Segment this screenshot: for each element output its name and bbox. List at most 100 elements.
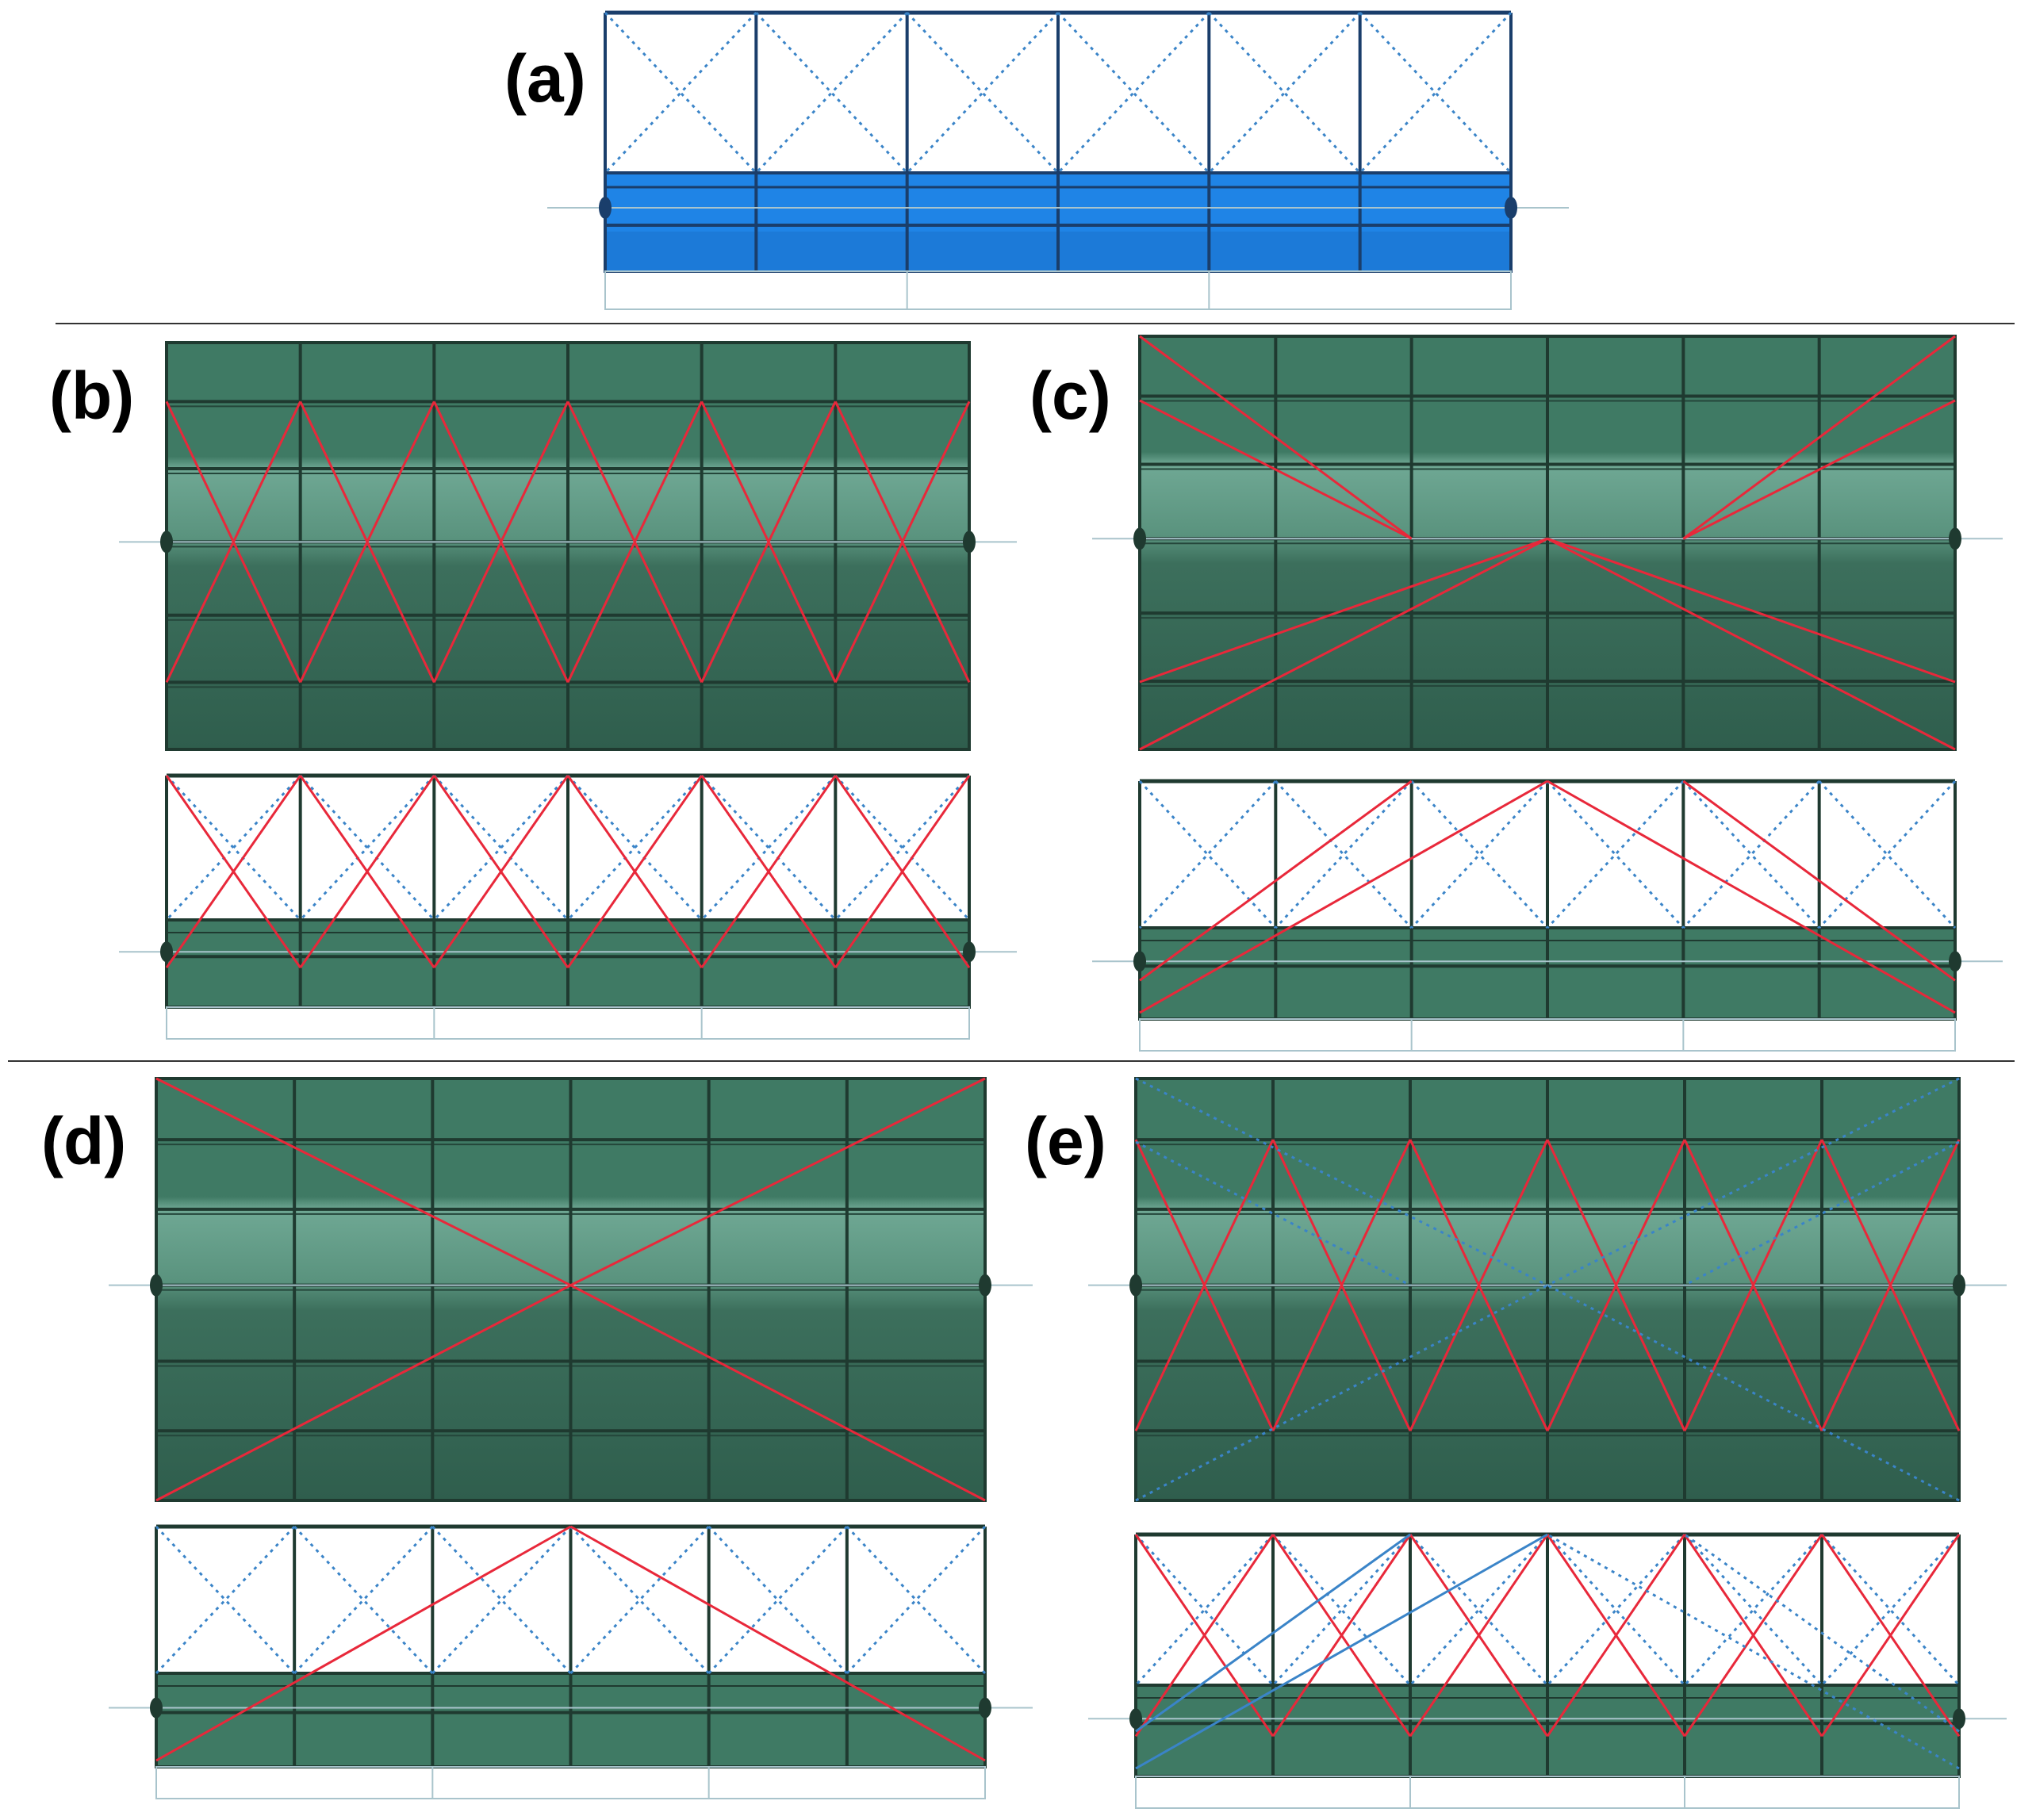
- dotted-brace: [1134, 1533, 1275, 1687]
- dotted-long-brace: [1547, 1077, 1960, 1287]
- dotted-brace: [155, 1525, 296, 1675]
- dotted-brace: [1682, 780, 1820, 929]
- panel-b-elevation-view: [119, 773, 1017, 1040]
- dotted-brace: [845, 1525, 987, 1675]
- red-brace: [1139, 780, 1413, 982]
- dotted-brace: [1410, 780, 1549, 929]
- red-brace: [1820, 1139, 1961, 1431]
- dotted-brace: [566, 774, 703, 921]
- panel-e-plan-view: [1088, 1077, 2007, 1502]
- dotted-brace: [1410, 780, 1549, 929]
- red-brace: [1271, 1534, 1412, 1738]
- red-brace: [569, 1284, 986, 1502]
- red-brace: [1139, 335, 1413, 540]
- dotted-brace: [1818, 780, 1957, 929]
- red-brace: [1139, 537, 1548, 684]
- end-node: [160, 531, 173, 554]
- dotted-brace: [1271, 1533, 1412, 1687]
- red-brace: [432, 400, 569, 684]
- foundation: [166, 1006, 970, 1040]
- end-node: [1953, 1708, 1965, 1730]
- dotted-brace: [700, 774, 837, 921]
- panel-a: [547, 10, 1569, 310]
- dotted-brace: [1208, 11, 1361, 174]
- end-node: [1133, 527, 1146, 550]
- end-node: [979, 1697, 991, 1718]
- red-brace: [433, 775, 569, 969]
- red-brace: [155, 1077, 572, 1287]
- dotted-brace: [1134, 1533, 1275, 1687]
- panel-b-plan-view: [119, 341, 1017, 751]
- red-brace: [1683, 1534, 1823, 1738]
- red-brace: [700, 775, 837, 969]
- dotted-brace: [1359, 11, 1513, 174]
- dotted-brace: [569, 1525, 710, 1675]
- dotted-brace: [1683, 1533, 1823, 1687]
- dotted-brace: [1546, 780, 1685, 929]
- dotted-brace: [433, 774, 569, 921]
- red-brace: [299, 400, 435, 684]
- dotted-brace: [431, 1525, 572, 1675]
- red-brace: [834, 400, 971, 684]
- dotted-brace: [1138, 780, 1277, 929]
- red-brace: [1682, 780, 1956, 982]
- dotted-brace: [707, 1525, 848, 1675]
- red-brace: [155, 1284, 572, 1502]
- red-brace: [1547, 537, 1956, 684]
- dotted-brace: [1409, 1533, 1549, 1687]
- panel-e-elevation-view: [1088, 1532, 2007, 1809]
- red-brace: [700, 400, 837, 684]
- red-brace: [1683, 1139, 1823, 1431]
- panel-c-plan-view: [1092, 335, 2003, 751]
- end-node: [1953, 1274, 1965, 1297]
- end-node: [1949, 527, 1961, 550]
- panel-label-a: (a): [504, 41, 586, 116]
- panel-label-c: (c): [1030, 358, 1111, 433]
- red-brace: [1271, 1139, 1412, 1431]
- dotted-long-brace: [1135, 1284, 1548, 1502]
- dotted-brace: [906, 11, 1060, 174]
- red-brace: [299, 775, 435, 969]
- panel-label-b: (b): [49, 358, 134, 433]
- dotted-brace: [1056, 11, 1210, 174]
- dotted-brace: [165, 774, 301, 921]
- dotted-brace: [566, 774, 703, 921]
- dotted-brace: [834, 774, 971, 921]
- dotted-brace: [1546, 1533, 1686, 1687]
- foundation: [155, 1766, 986, 1799]
- dotted-brace: [1682, 780, 1820, 929]
- panel-d-plan-view: [109, 1077, 1033, 1502]
- panel-label-d: (d): [41, 1104, 126, 1178]
- red-brace: [834, 775, 971, 969]
- red-brace: [155, 1525, 572, 1762]
- red-brace: [1682, 399, 1956, 540]
- dotted-brace: [1056, 11, 1210, 174]
- red-brace: [569, 1525, 986, 1762]
- dotted-brace: [1820, 1533, 1961, 1687]
- red-brace: [1139, 399, 1413, 540]
- end-node: [979, 1274, 991, 1297]
- dotted-brace: [165, 774, 301, 921]
- dotted-brace: [293, 1525, 434, 1675]
- end-node: [150, 1274, 163, 1297]
- dotted-brace: [1546, 780, 1685, 929]
- dotted-brace: [755, 11, 908, 174]
- red-brace: [569, 1077, 986, 1287]
- end-node: [963, 941, 976, 963]
- end-node: [160, 941, 173, 963]
- dotted-brace: [299, 774, 435, 921]
- foundation: [1139, 1018, 1956, 1052]
- dotted-brace: [834, 774, 971, 921]
- dotted-brace: [755, 11, 908, 174]
- end-node: [150, 1697, 163, 1718]
- dotted-long-brace: [1684, 1533, 1960, 1733]
- dotted-brace: [1275, 780, 1413, 929]
- red-brace: [566, 400, 704, 684]
- red-brace: [1547, 537, 1956, 751]
- dotted-brace: [431, 1525, 572, 1675]
- panel-c-elevation-view: [1092, 779, 2003, 1052]
- dotted-brace: [1138, 780, 1277, 929]
- red-brace: [1134, 1534, 1275, 1738]
- dotted-long-brace: [1547, 1284, 1960, 1502]
- red-brace: [1820, 1534, 1961, 1738]
